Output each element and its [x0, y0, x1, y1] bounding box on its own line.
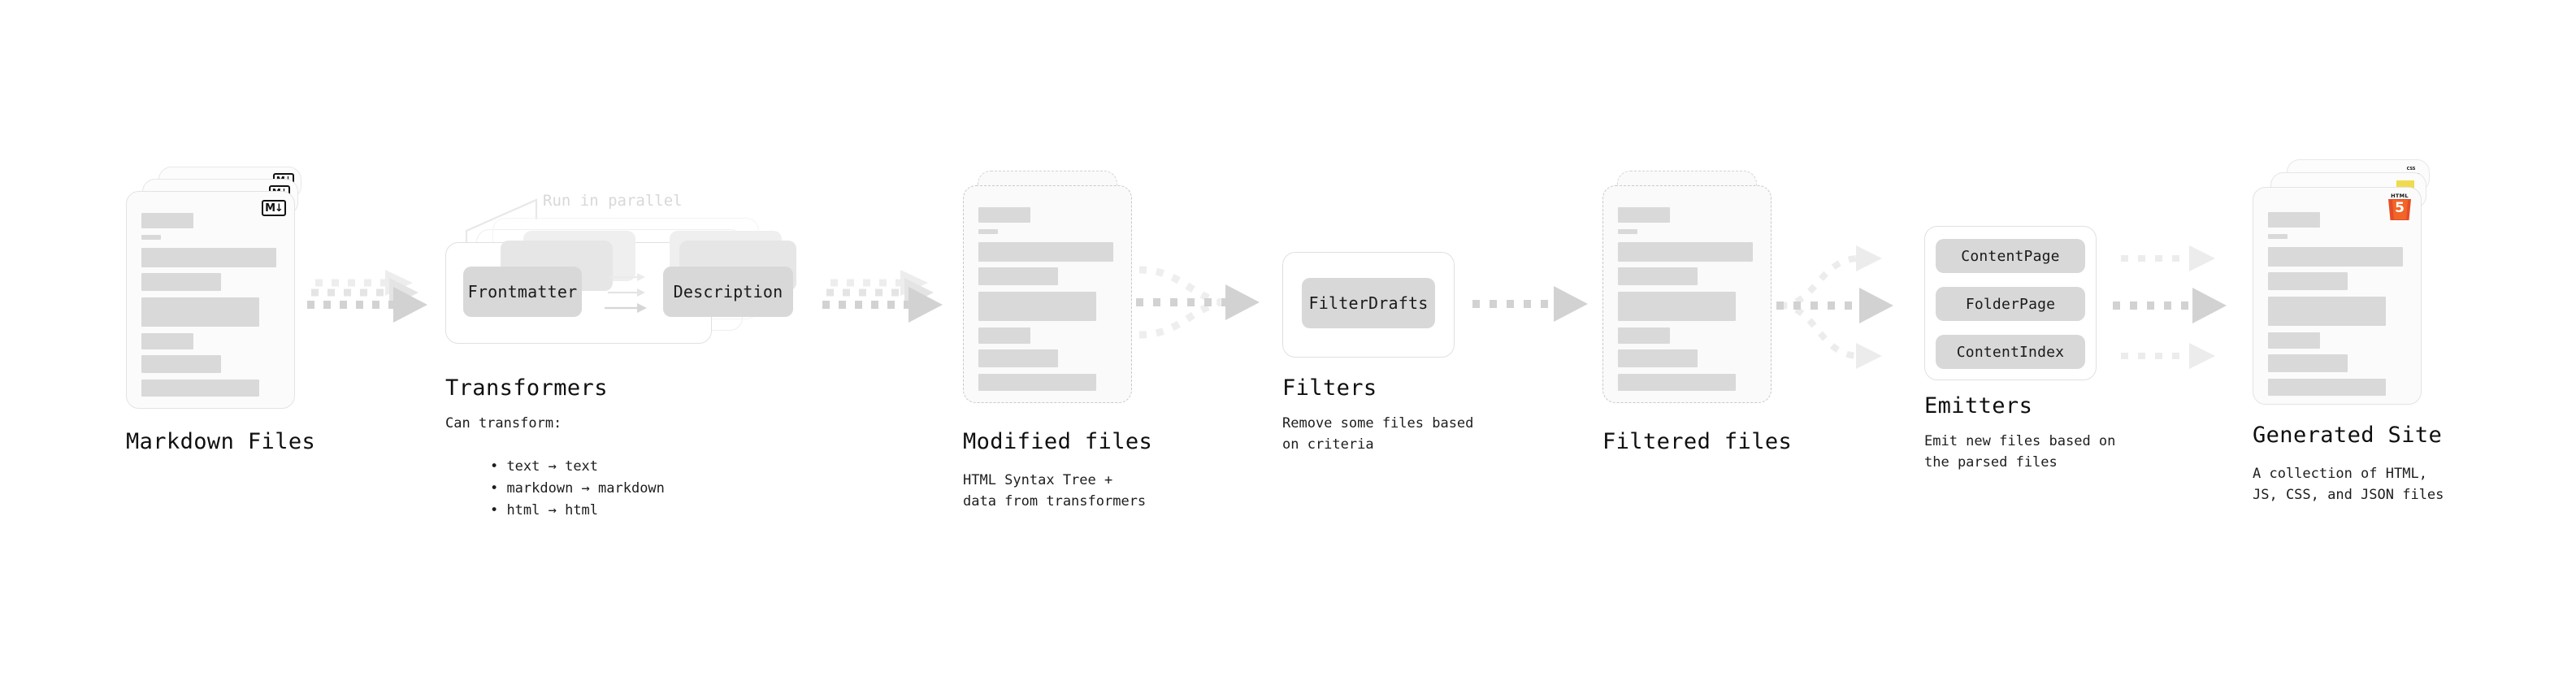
- placeholder-line: [2268, 247, 2403, 267]
- placeholder-line: [141, 273, 221, 291]
- html5-icon-shield-inner: [2392, 200, 2408, 219]
- run-in-parallel-note: Run in parallel: [543, 192, 683, 210]
- bullet-dot: •: [489, 480, 507, 497]
- placeholder-line: [2268, 212, 2320, 228]
- transformers-description: Can transform:: [445, 415, 562, 432]
- placeholder-line: [978, 327, 1030, 344]
- placeholder-line: [2268, 379, 2386, 396]
- emitter-chip-contentindex[interactable]: ContentIndex: [1936, 335, 2085, 369]
- transformers-bullet-2: • html → html: [489, 502, 599, 519]
- connector-filters-to-filtered: [1472, 286, 1588, 322]
- placeholder-line: [978, 207, 1030, 223]
- placeholder-line: [1618, 207, 1670, 223]
- transformers-bullet-1: • markdown → markdown: [489, 480, 665, 497]
- html5-icon: HTML 5: [2387, 193, 2412, 220]
- placeholder-line: [1618, 267, 1698, 285]
- modified-file-card-front: [963, 185, 1132, 403]
- emitters-description: Emit new files based on the parsed files: [1924, 433, 2116, 471]
- generated-site-title: Generated Site: [2253, 423, 2443, 448]
- connector-filtered-to-emitters: [1776, 245, 1893, 369]
- placeholder-line: [141, 380, 259, 397]
- emitters-title: Emitters: [1924, 393, 2033, 419]
- connector-transformers-to-modified: [822, 270, 943, 323]
- placeholder-line: [1618, 374, 1736, 391]
- placeholder-line: [1618, 349, 1698, 367]
- placeholder-line: [978, 242, 1113, 262]
- placeholder-line: [978, 229, 998, 234]
- transformer-inner-arrows: [605, 273, 647, 313]
- placeholder-line: [2268, 332, 2320, 349]
- filtered-file-card-front: [1602, 185, 1772, 403]
- placeholder-line: [2268, 234, 2288, 239]
- markdown-file-card-front: M↓: [126, 191, 295, 409]
- filter-chip-filterdrafts[interactable]: FilterDrafts: [1302, 278, 1435, 328]
- placeholder-line: [141, 235, 161, 240]
- connector-md-to-transformers: [307, 270, 427, 323]
- emitter-chip-contentpage[interactable]: ContentPage: [1936, 239, 2085, 273]
- html5-icon-word: HTML: [2391, 193, 2409, 199]
- placeholder-line: [141, 297, 259, 327]
- placeholder-line: [1618, 327, 1670, 344]
- filters-description: Remove some files based on criteria: [1282, 415, 1474, 453]
- site-file-card-html: HTML 5: [2253, 187, 2422, 405]
- placeholder-line: [978, 292, 1096, 321]
- emitter-chip-folderpage[interactable]: FolderPage: [1936, 287, 2085, 321]
- transformer-chip-frontmatter[interactable]: Frontmatter: [463, 267, 582, 317]
- markdown-files-title: Markdown Files: [126, 429, 316, 454]
- transformers-title: Transformers: [445, 375, 608, 401]
- placeholder-line: [2268, 272, 2348, 290]
- modified-files-description: HTML Syntax Tree + data from transformer…: [963, 472, 1147, 510]
- placeholder-line: [1618, 242, 1753, 262]
- placeholder-line: [141, 355, 221, 373]
- placeholder-line: [141, 213, 193, 228]
- generated-site-description: A collection of HTML, JS, CSS, and JSON …: [2253, 466, 2444, 504]
- filters-title: Filters: [1282, 375, 1377, 401]
- modified-files-title: Modified files: [963, 429, 1153, 454]
- connector-emitters-to-site: [2113, 245, 2227, 369]
- bullet-dot: •: [489, 502, 507, 519]
- markdown-icon: M↓: [262, 200, 286, 216]
- placeholder-line: [978, 349, 1058, 367]
- markdown-icon-glyph: M↓: [262, 200, 286, 216]
- filtered-files-title: Filtered files: [1602, 429, 1793, 454]
- placeholder-line: [1618, 229, 1637, 234]
- transformers-bullet-0: • text → text: [489, 458, 599, 475]
- connector-modified-to-filters: [1136, 266, 1260, 339]
- placeholder-line: [2268, 354, 2348, 372]
- placeholder-line: [2268, 297, 2386, 326]
- placeholder-line: [141, 248, 276, 267]
- placeholder-line: [978, 267, 1058, 285]
- placeholder-line: [978, 374, 1096, 391]
- bullet-dot: •: [489, 458, 507, 475]
- html5-icon-number: 5: [2395, 200, 2405, 216]
- placeholder-line: [141, 333, 193, 349]
- transformer-chip-description[interactable]: Description: [663, 267, 793, 317]
- placeholder-line: [1618, 292, 1736, 321]
